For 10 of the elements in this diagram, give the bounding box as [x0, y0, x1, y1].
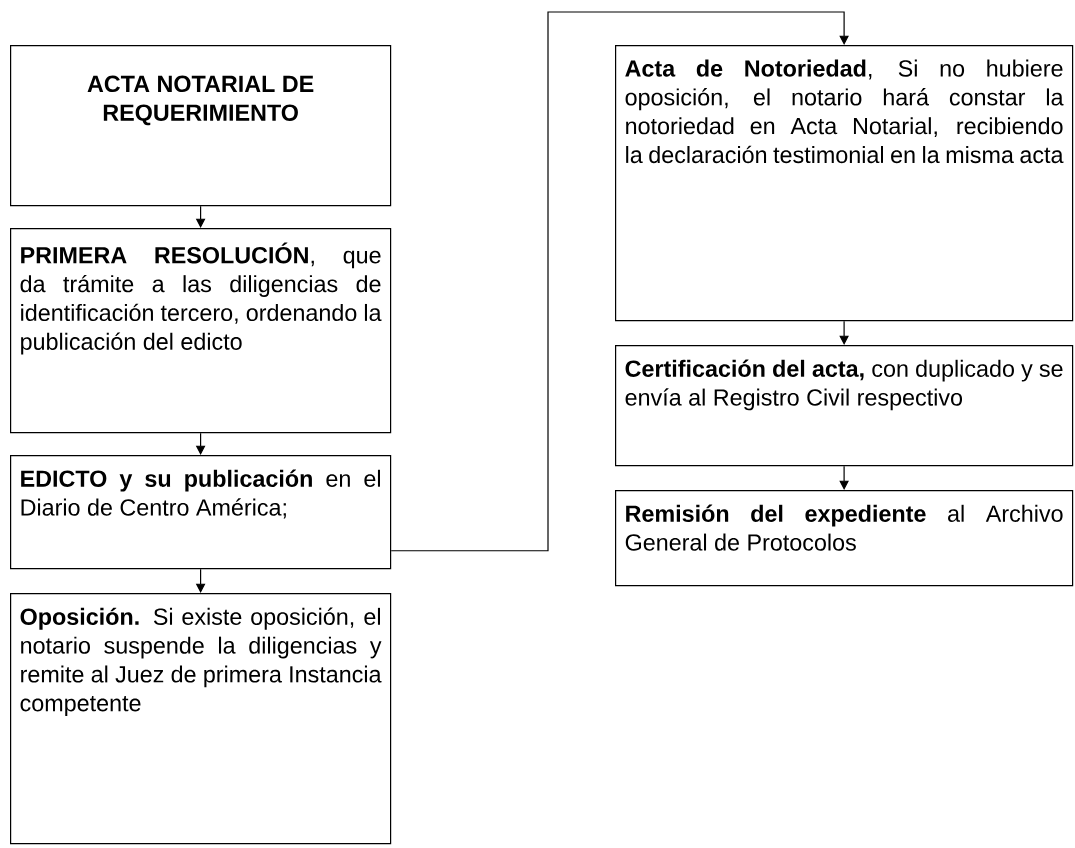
arrow [390, 11, 849, 552]
process-box: Certificación del acta, con duplicado y se envía al Registro Civil respectivo [615, 345, 1074, 467]
arrow [839, 465, 849, 490]
process-box: Oposición. Si existe oposición, el notario suspende la diligencias y remite al Juez de primera Instancia competente [10, 593, 392, 845]
process-box: Acta de Notoriedad, Si no hubiere oposición, el notario hará constar la notoriedad en Acta Notarial, recibiendo la declaración testimonial en la misma acta [615, 45, 1074, 322]
process-box: Remisión del expediente al Archivo General de Protocolos [615, 490, 1074, 587]
process-box: PRIMERA RESOLUCIÓN, que da trámite a las diligencias de identificación tercero, ordenando la publicación del edicto [10, 228, 392, 434]
process-box: ACTA NOTARIAL DE REQUERIMIENTO [10, 45, 392, 207]
arrow [839, 320, 849, 345]
process-box: EDICTO y su publicación en el Diario de Centro América; [10, 455, 392, 570]
